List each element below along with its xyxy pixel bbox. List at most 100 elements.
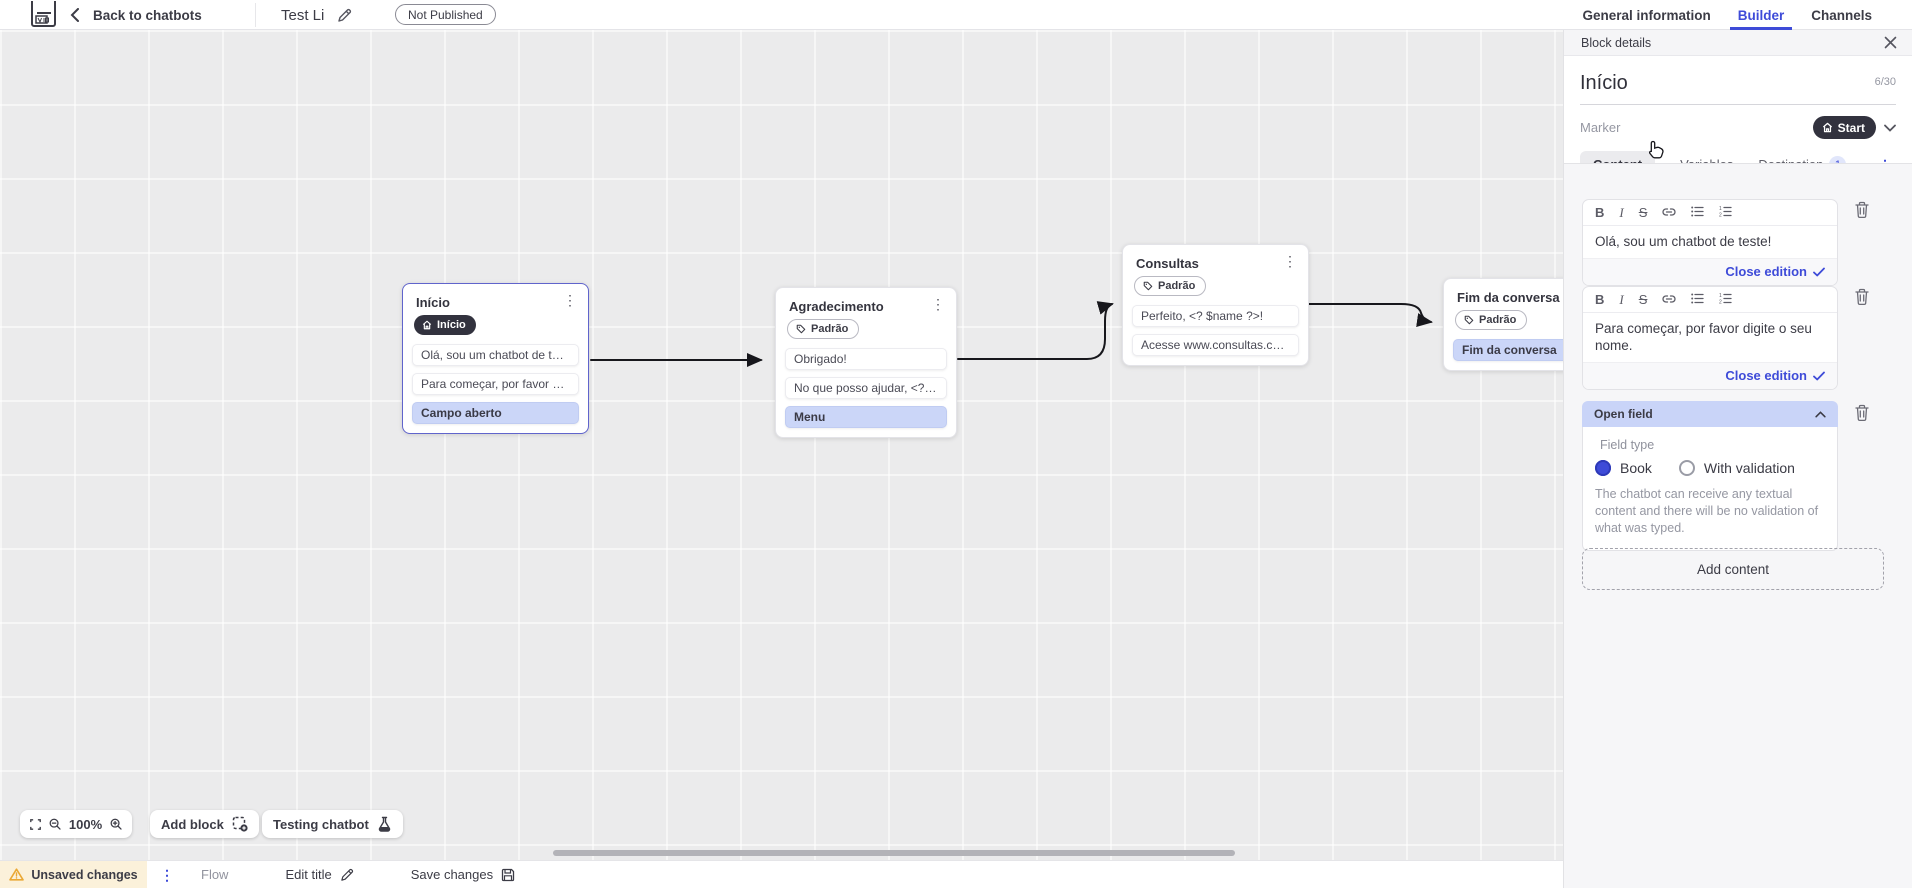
horizontal-scrollbar[interactable] [553,850,1235,856]
zoom-in-icon[interactable] [110,817,122,831]
unsaved-changes-status: Unsaved changes [0,861,147,888]
flow-block-consultas[interactable]: Consultas ⋮ Padrão Perfeito, <? $name ?>… [1122,244,1309,366]
tab-general-information[interactable]: General information [1582,7,1711,23]
block-title: Fim da conversa [1457,290,1560,305]
marker-value-pill[interactable]: Start [1812,116,1876,139]
zoom-toolbar: 100% [20,810,132,838]
tab-channels[interactable]: Channels [1811,7,1872,23]
app-logo-icon[interactable] [30,0,57,28]
svg-text:2: 2 [1719,299,1722,304]
check-icon [1813,267,1825,276]
block-title: Consultas [1136,256,1199,271]
block-item-end[interactable]: Fim da conversa [1453,339,1563,361]
svg-text:2: 2 [1719,212,1722,217]
flow-block-fim-da-conversa[interactable]: Fim da conversa Padrão Fim da conversa [1443,278,1563,371]
strikethrough-icon[interactable]: S [1638,205,1648,220]
bold-icon[interactable]: B [1595,205,1605,220]
block-item-open-field[interactable]: Campo aberto [412,402,579,424]
back-to-chatbots[interactable]: Back to chatbots [70,0,202,30]
delete-content-icon[interactable] [1854,404,1870,422]
field-type-label: Field type [1600,438,1655,452]
close-icon[interactable] [1884,36,1897,49]
link-icon[interactable] [1662,204,1676,222]
block-item-menu[interactable]: Menu [785,406,947,428]
block-menu-kebab-icon[interactable]: ⋮ [931,296,945,312]
pencil-icon [340,868,353,881]
bullet-list-icon[interactable] [1691,204,1705,222]
open-field-header[interactable]: Open field [1582,401,1838,427]
block-menu-kebab-icon[interactable]: ⋮ [563,292,577,308]
marker-label: Marker [1580,120,1621,135]
strikethrough-icon[interactable]: S [1638,292,1648,307]
bullet-list-icon[interactable] [1691,291,1705,309]
link-icon[interactable] [1662,291,1676,309]
start-marker-pill: Início [414,315,476,335]
divider [1564,163,1912,164]
check-icon [1813,371,1825,380]
flow-label[interactable]: Flow [201,867,229,882]
editor-text[interactable]: Para começar, por favor digite o seu nom… [1595,321,1812,353]
block-menu-kebab-icon[interactable]: ⋮ [1283,253,1297,269]
block-item-message[interactable]: Perfeito, <? $name ?>! [1132,305,1299,327]
svg-text:1: 1 [1719,206,1722,212]
field-type-helper-text: The chatbot can receive any textual cont… [1595,487,1819,535]
block-item-message[interactable]: Obrigado! [785,348,947,370]
status-badge: Not Published [395,4,496,25]
chevron-down-icon[interactable] [1884,124,1896,132]
block-item-message[interactable]: Acesse www.consultas.com par... [1132,334,1299,356]
save-icon [501,868,515,881]
top-bar: Back to chatbots Test Li Not Published G… [0,0,1912,30]
top-nav-tabs: General information Builder Channels [1582,0,1872,30]
editor-text[interactable]: Olá, sou um chatbot de teste! [1595,234,1772,249]
radio-option-book[interactable]: Book [1595,460,1652,476]
radio-option-with-validation[interactable]: With validation [1678,460,1795,476]
testing-chatbot-label: Testing chatbot [273,816,369,832]
bold-icon[interactable]: B [1595,292,1605,307]
block-item-message[interactable]: No que posso ajudar, <? $name ... [785,377,947,399]
flask-icon [378,816,390,832]
open-field-section: Open field Field type Book With validati… [1582,401,1838,551]
bottom-bar: Unsaved changes ⋮ Flow Edit title Save c… [0,860,1563,888]
tag-icon [1464,315,1474,325]
default-marker-pill: Padrão [1455,310,1528,330]
italic-icon[interactable]: I [1619,204,1624,220]
edit-title-button[interactable]: Edit title [285,867,353,882]
add-content-button[interactable]: Add content [1582,548,1884,590]
radio-unselected-icon [1678,460,1695,476]
block-item-message[interactable]: Olá, sou um chatbot de teste! [412,344,579,366]
save-changes-button[interactable]: Save changes [411,867,515,882]
italic-icon[interactable]: I [1619,291,1624,307]
testing-chatbot-button[interactable]: Testing chatbot [262,810,403,838]
add-block-button[interactable]: Add block [150,810,259,838]
home-icon [422,320,432,330]
delete-content-icon[interactable] [1854,201,1870,219]
default-marker-pill: Padrão [787,319,860,339]
edit-title-pencil-icon[interactable] [337,8,352,23]
flow-block-inicio[interactable]: Início ⋮ Início Olá, sou um chatbot de t… [402,283,589,434]
block-title: Agradecimento [789,299,884,314]
block-name-input[interactable]: Início [1580,72,1628,94]
home-icon [1822,122,1832,133]
flow-canvas[interactable]: Início ⋮ Início Olá, sou um chatbot de t… [0,30,1563,860]
svg-text:1: 1 [1719,293,1722,299]
flow-connectors [590,301,1433,367]
divider [255,3,256,27]
delete-content-icon[interactable] [1854,288,1870,306]
flow-block-agradecimento[interactable]: Agradecimento ⋮ Padrão Obrigado! No que … [775,287,957,438]
char-count: 6/30 [1874,76,1896,88]
zoom-out-icon[interactable] [49,817,61,831]
bottom-options-kebab-icon[interactable]: ⋮ [160,866,174,883]
close-edition-button[interactable]: Close edition [1583,362,1837,389]
chatbot-title[interactable]: Test Li [281,6,325,24]
close-edition-button[interactable]: Close edition [1583,258,1837,285]
fit-screen-icon[interactable] [30,818,41,831]
tab-builder[interactable]: Builder [1729,0,1792,30]
block-item-message[interactable]: Para começar, por favor digite o ... [412,373,579,395]
back-label: Back to chatbots [93,7,202,23]
add-block-icon [232,816,248,832]
